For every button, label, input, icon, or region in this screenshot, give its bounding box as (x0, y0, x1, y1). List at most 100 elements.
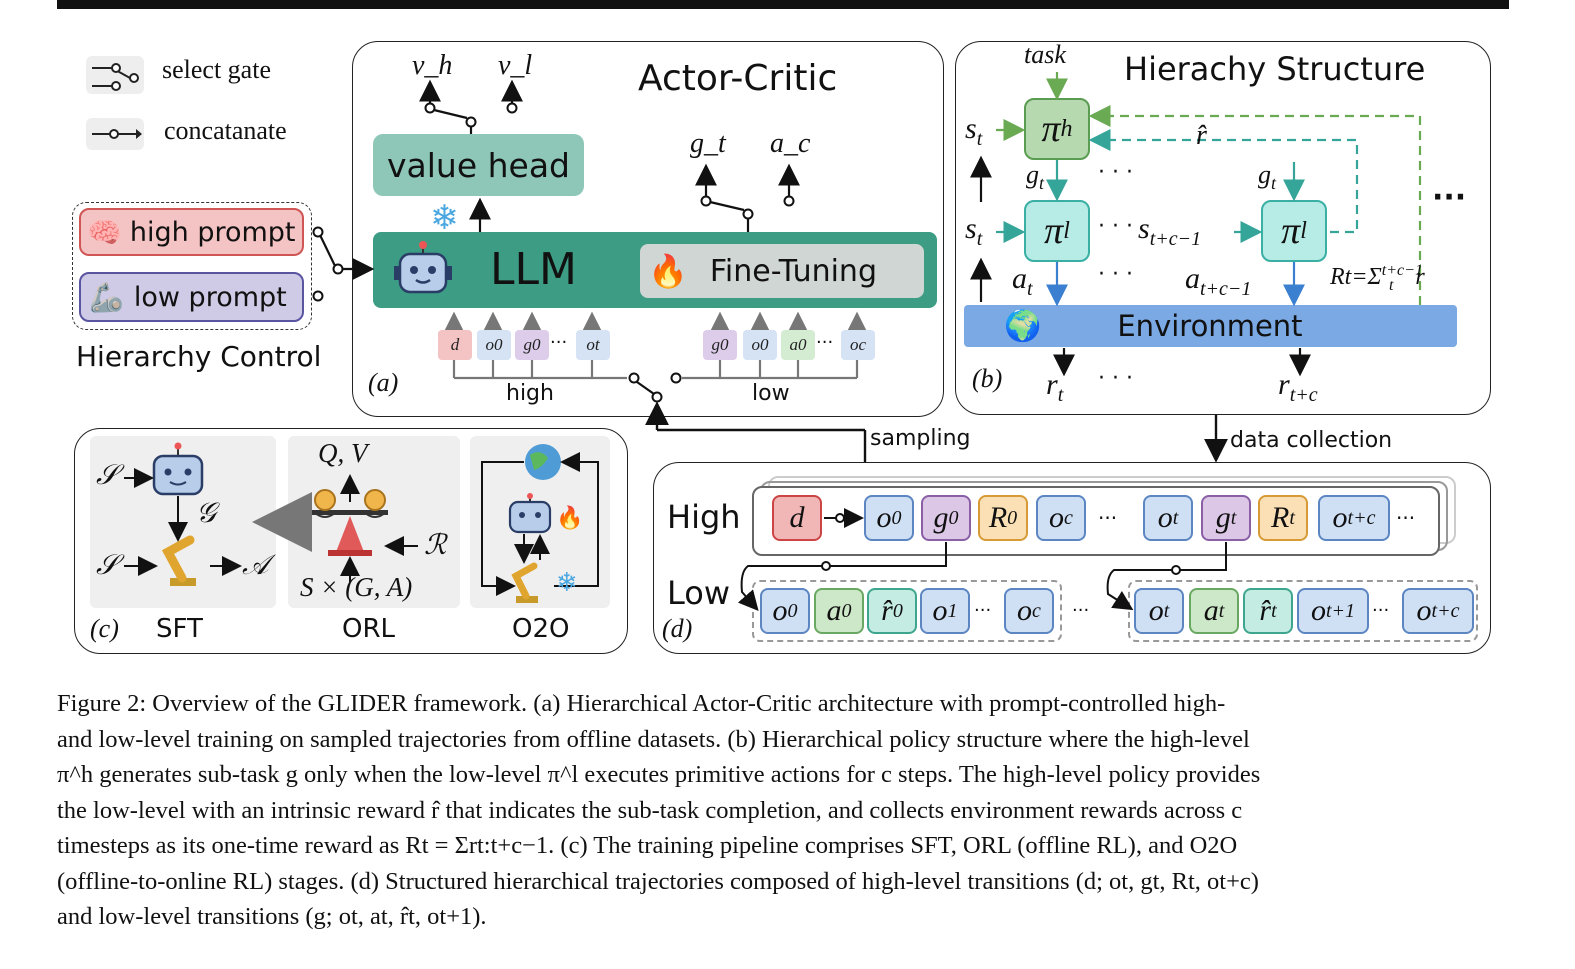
select-gate-icon (86, 56, 144, 94)
s-t-label-top: st (965, 112, 983, 150)
robot-icon (390, 240, 456, 306)
ellipsis-b-2: · · · (1098, 214, 1133, 239)
rhat-label: r̂ (1196, 120, 1207, 151)
panel-c-tag: (c) (90, 614, 119, 643)
fire-icon: 🔥 (648, 252, 688, 290)
traj-token-d: d (772, 495, 822, 541)
brain-icon: 🧠 (87, 215, 122, 249)
sxga-label: S × (G, A) (300, 572, 413, 602)
legend-select-gate-label: select gate (162, 55, 271, 84)
actor-critic-title: Actor-Critic (638, 58, 838, 99)
qv-label: Q, V (318, 438, 368, 468)
token-ot: ot (576, 330, 610, 360)
r-label-orl: ℛ (424, 530, 447, 561)
fine-tuning-label: Fine-Tuning (709, 253, 877, 289)
low-token-rt: r̂t (1243, 588, 1293, 634)
fine-tuning-box: 🔥 Fine-Tuning (640, 244, 924, 298)
figure-caption: Figure 2: Overview of the GLIDER framewo… (57, 686, 1509, 935)
ellipsis-b-right: ··· (1432, 180, 1467, 215)
v-l-label: v_l (498, 50, 533, 81)
g-t-label-b2: gt (1258, 160, 1277, 194)
g-t-label: g_t (690, 128, 726, 159)
hierarchy-structure-title: Hierachy Structure (1124, 50, 1426, 88)
snowflake-icon: ❄ (430, 198, 459, 238)
high-prompt-label: high prompt (129, 216, 296, 248)
token-ellipsis-high: ··· (550, 332, 568, 353)
ellipsis-b-1: · · · (1098, 160, 1133, 185)
traj-ellipsis-1: ··· (1098, 506, 1118, 530)
token-o0: o0 (477, 330, 511, 360)
low-ellipsis-2: ··· (1372, 600, 1390, 621)
token-ellipsis-low: ··· (816, 332, 834, 353)
token-low-g0: g0 (703, 330, 737, 360)
panel-a-tag: (a) (368, 368, 399, 397)
token-low-oc: oc (841, 330, 875, 360)
traj-ellipsis-2: ··· (1396, 506, 1416, 530)
low-ellipsis-mid: ··· (1072, 600, 1090, 621)
caption-line-1: Figure 2: Overview of the GLIDER framewo… (57, 690, 1226, 717)
v-h-label: v_h (412, 50, 453, 81)
a-tc-label: at+c−1 (1185, 262, 1252, 300)
r-t-label: rt (1046, 368, 1064, 406)
token-d: d (438, 330, 472, 360)
snowflake-o2o-icon: ❄ (556, 568, 578, 598)
value-head-box: value head (373, 134, 584, 196)
data-collection-label: data collection (1230, 428, 1393, 453)
task-label: task (1024, 40, 1066, 69)
g-t-label-b: gt (1026, 160, 1045, 194)
token-g0: g0 (515, 330, 549, 360)
low-bus-label: low (752, 381, 790, 406)
stage-orl-label: ORL (342, 614, 396, 644)
legend-concatenate-label: concatanate (164, 116, 287, 145)
robot-arm-icon: 🦾 (89, 280, 124, 314)
panel-d-tag: (d) (662, 614, 693, 643)
token-low-o0: o0 (743, 330, 777, 360)
globe-icon: 🌍 (1004, 308, 1042, 344)
concatenate-icon (86, 118, 144, 150)
caption-line-5: timesteps as its one-time reward as Rt =… (57, 832, 1238, 859)
caption-line-4: the low-level with an intrinsic reward r… (57, 796, 1243, 824)
caption-line-6: (offline-to-online RL) stages. (d) Struc… (57, 867, 1259, 895)
legend: select gate concatanate (86, 52, 346, 157)
low-prompt-label: low prompt (133, 281, 287, 313)
high-bus-label: high (506, 381, 554, 406)
prompt-group (72, 202, 312, 330)
ellipsis-b-4: · · · (1098, 366, 1133, 391)
low-prompt-box: 🦾 low prompt (79, 272, 304, 322)
caption-line-3: π^h generates sub-task g only when the l… (57, 761, 1261, 788)
a-t-label: at (1012, 262, 1033, 300)
a-c-label: a_c (770, 128, 811, 159)
value-head-label: value head (386, 145, 570, 185)
s-label-sft-top: 𝒮 (96, 460, 118, 491)
low-row-label: Low (667, 574, 731, 612)
stage-o2o-label: O2O (512, 614, 570, 644)
environment-bar: 🌍 Environment (964, 305, 1457, 347)
s-t-label-mid: st (965, 212, 983, 250)
llm-label: LLM (490, 244, 577, 295)
token-low-a0: a0 (781, 330, 815, 360)
environment-label: Environment (1117, 309, 1303, 343)
hierarchy-control-title: Hierarchy Control (76, 340, 322, 373)
fire-o2o-icon: 🔥 (556, 506, 584, 531)
orl-card (288, 436, 460, 608)
panel-b-tag: (b) (972, 364, 1003, 393)
s-label-sft-bottom: 𝒮 (96, 550, 118, 581)
